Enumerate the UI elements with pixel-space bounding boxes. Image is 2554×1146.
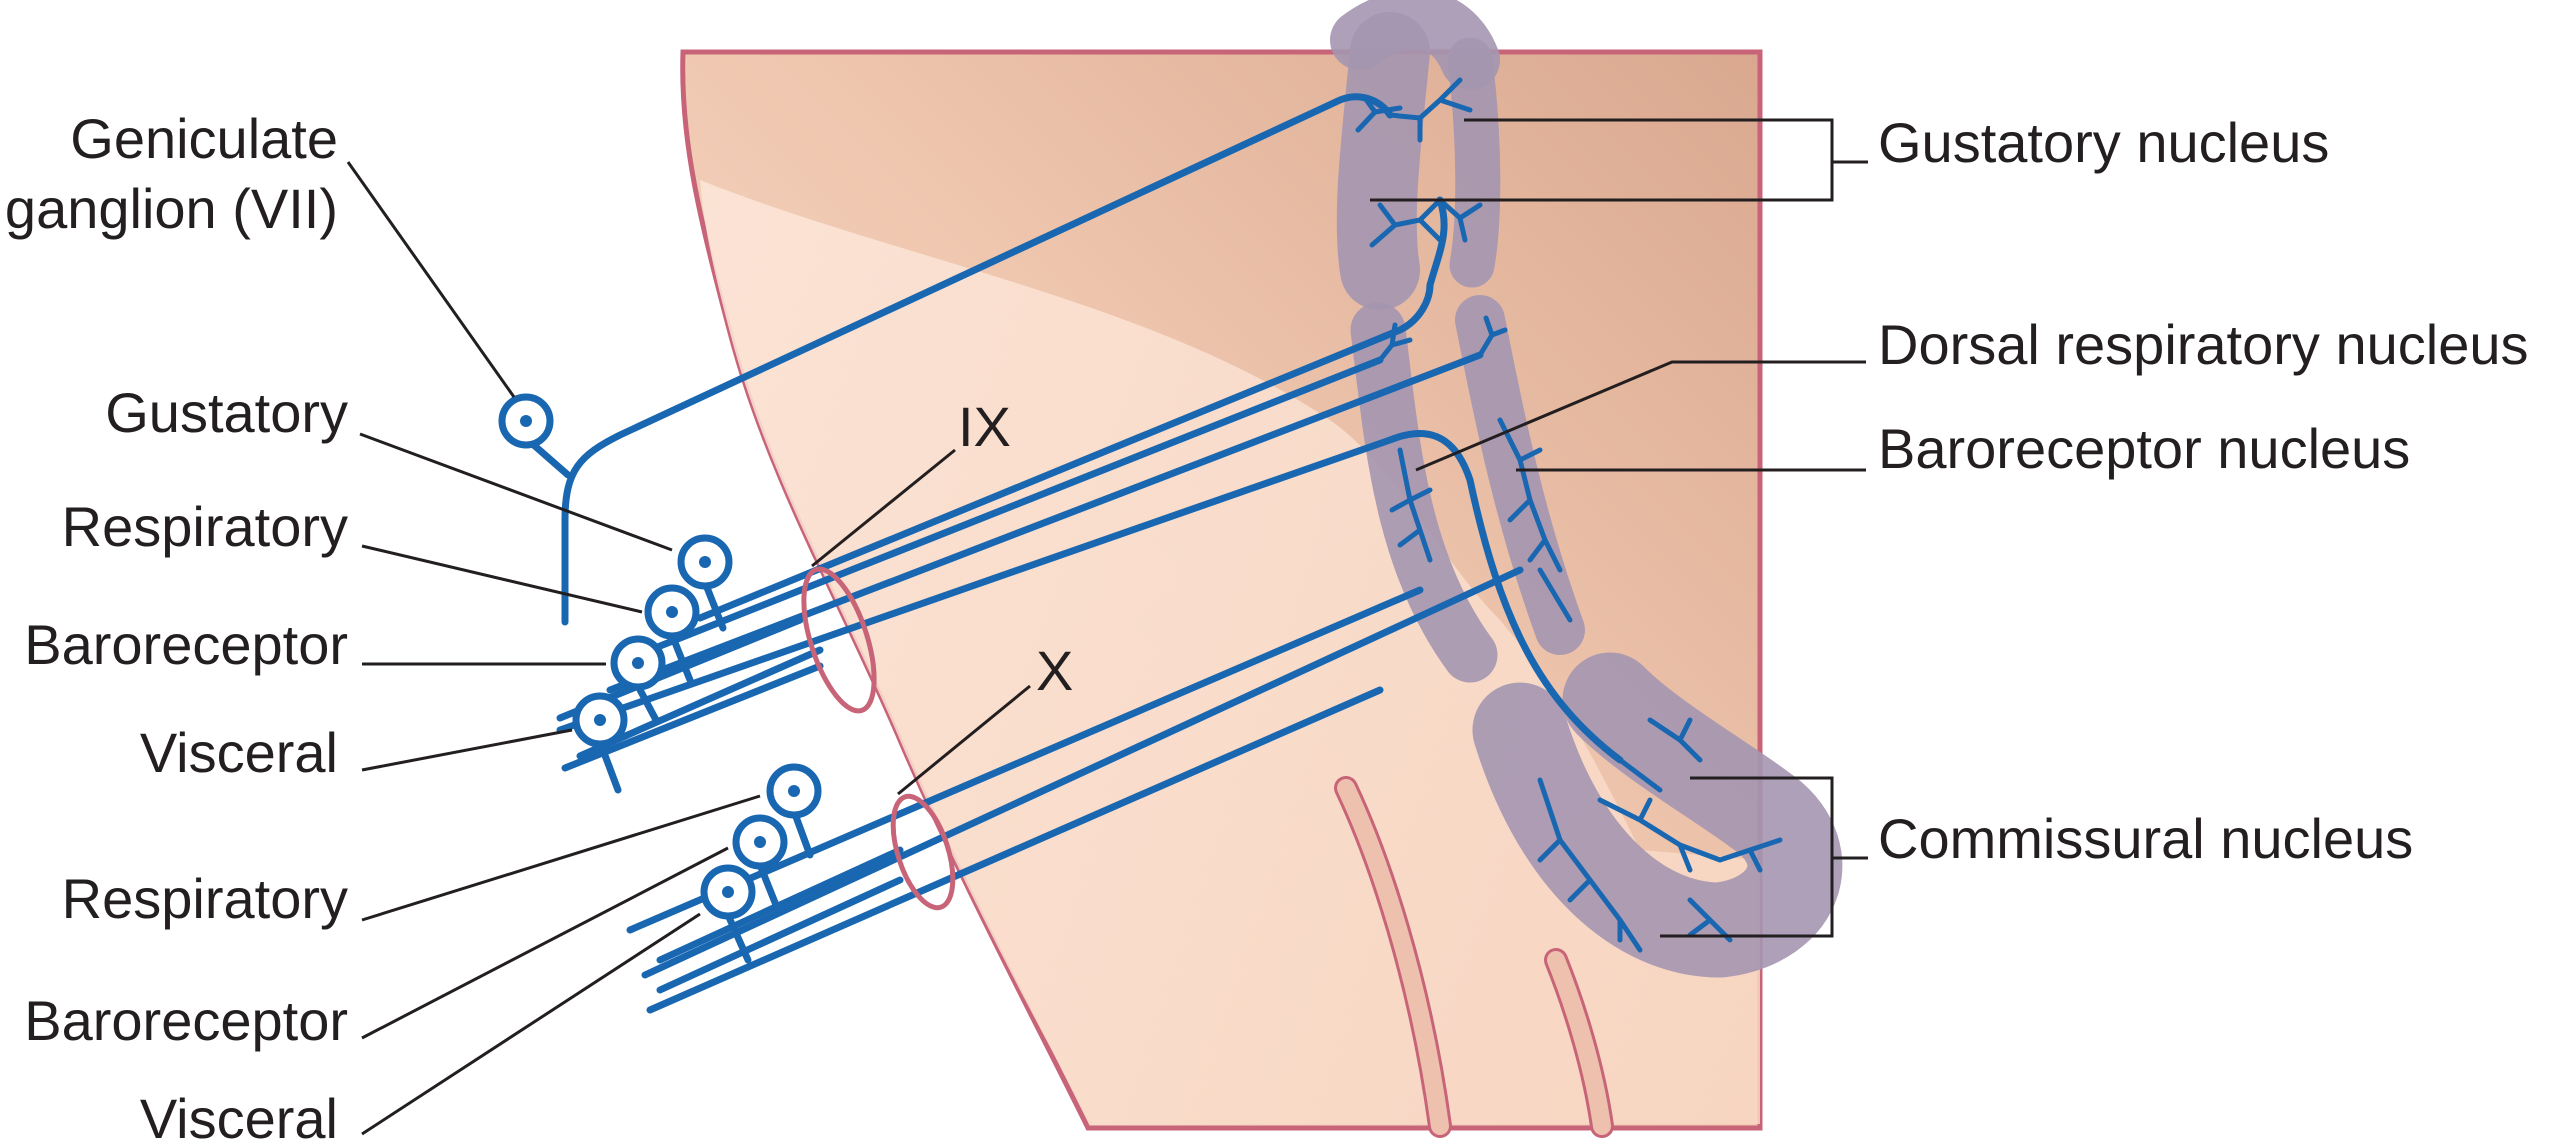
x-fiber-short-2: [660, 880, 900, 990]
label-geniculate-line2: ganglion (VII): [5, 177, 338, 240]
leader-visceral-x: [362, 914, 700, 1134]
label-baroreceptor-nucleus: Baroreceptor nucleus: [1878, 417, 2410, 480]
label-nerve-x: X: [1036, 639, 1073, 702]
x-baroreceptor-ganglion-dot: [754, 836, 766, 848]
leader-geniculate: [348, 162, 514, 397]
ix-gustatory-ganglion-dot: [699, 556, 711, 568]
leader-visceral-ix: [362, 730, 572, 770]
leader-respiratory-ix: [362, 546, 642, 612]
label-geniculate-line1: Geniculate: [70, 107, 338, 170]
geniculate-ganglion-nucleus-dot: [520, 415, 532, 427]
label-visceral-x: Visceral: [140, 1087, 338, 1146]
label-baroreceptor-x: Baroreceptor: [24, 989, 348, 1052]
label-respiratory-ix: Respiratory: [62, 495, 348, 558]
ix-visceral-ganglion-dot: [594, 714, 606, 726]
leader-gustatory: [360, 434, 672, 550]
ix-respiratory-ganglion-dot: [666, 606, 678, 618]
label-commissural-nucleus: Commissural nucleus: [1878, 807, 2413, 870]
label-dorsal-respiratory-nucleus: Dorsal respiratory nucleus: [1878, 313, 2528, 376]
label-nerve-ix: IX: [958, 395, 1011, 458]
ix-baroreceptor-ganglion-dot: [632, 657, 644, 669]
label-gustatory: Gustatory: [105, 381, 348, 444]
label-visceral-ix: Visceral: [140, 721, 338, 784]
leader-baroreceptor-x: [362, 848, 728, 1038]
x-respiratory-ganglion-dot: [788, 785, 800, 797]
label-respiratory-x: Respiratory: [62, 867, 348, 930]
x-visceral-ganglion-dot: [722, 886, 734, 898]
label-baroreceptor-ix: Baroreceptor: [24, 613, 348, 676]
label-gustatory-nucleus: Gustatory nucleus: [1878, 111, 2329, 174]
gustatory-nucleus-band-right: [1470, 60, 1478, 265]
x-cell-stalk-respiratory: [795, 814, 810, 855]
